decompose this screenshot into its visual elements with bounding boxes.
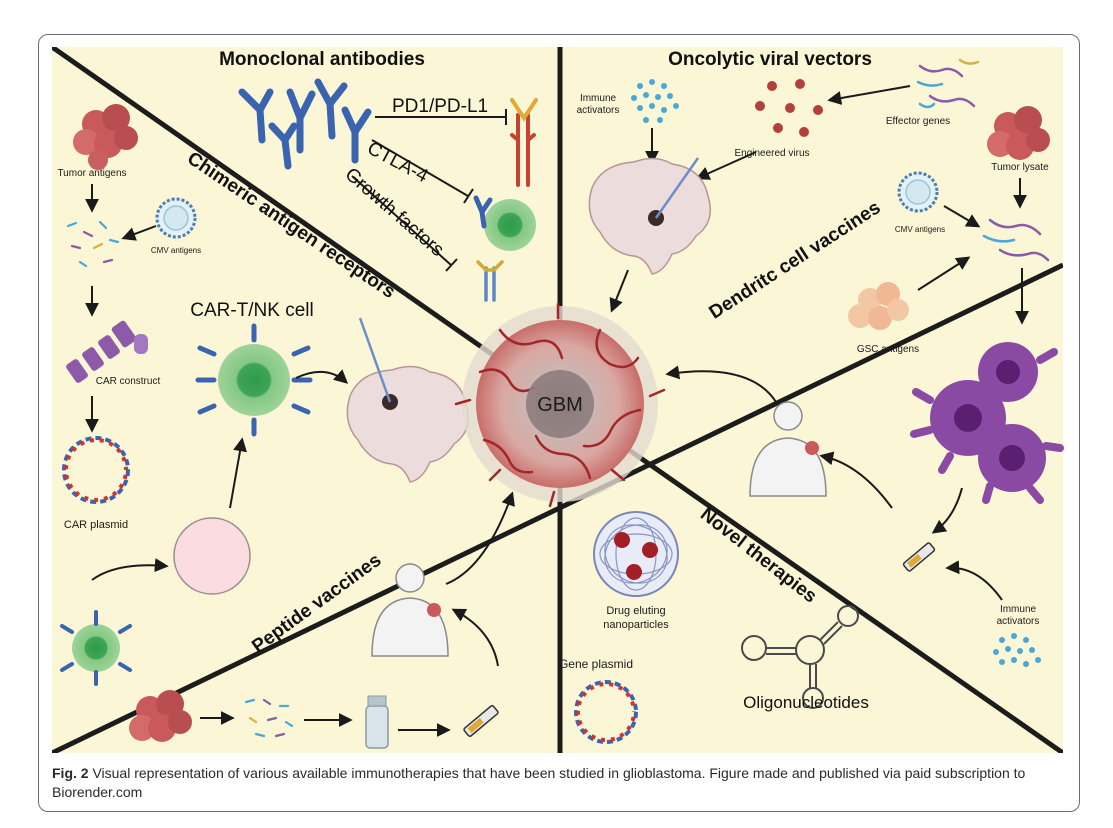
car-plasmid-icon — [62, 436, 130, 504]
receptor-icon — [510, 98, 538, 187]
label-drug-eluting-2: nanoparticles — [603, 619, 669, 631]
arrow-cmv-to-antigens — [121, 225, 157, 241]
peptides-icon-dc — [982, 218, 1050, 262]
arrow-activators-to-syringe — [945, 560, 1003, 601]
arrow-patient-to-gbm — [665, 365, 777, 403]
tumor-lysate-icon — [987, 106, 1050, 160]
cmv-virus-icon-dc — [897, 171, 939, 213]
immune-activator-dots-novel — [993, 633, 1041, 667]
arrow-dc-to-syringe — [931, 487, 963, 534]
label-immune-activators-2: activators — [577, 105, 620, 116]
gbm-label: GBM — [537, 394, 583, 416]
arrow-cmv-to-peptides — [943, 205, 981, 228]
label-effector-genes: Effector genes — [886, 116, 950, 127]
ctla4-antibody-icon — [473, 195, 493, 229]
vial-icon — [365, 695, 389, 749]
patient-icon-dc — [749, 401, 827, 497]
label-engineered-virus: Engineered virus — [734, 148, 809, 159]
nanoparticle-icon — [593, 511, 679, 597]
syringe-icon-peptide — [463, 705, 499, 737]
t-cell-icon — [484, 199, 536, 251]
gsc-antigens-icon — [848, 282, 909, 330]
caption-text: Visual representation of various availab… — [52, 765, 1026, 800]
label-gsc-antigens: GSC antigens — [857, 344, 919, 355]
label-gene-plasmid: Gene plasmid — [559, 657, 633, 671]
label-immune-act-novel-2: activators — [997, 616, 1040, 627]
syringe-icon-dc — [902, 542, 936, 572]
oligonucleotide-icon — [741, 605, 859, 709]
arrow-genes-to-virus — [827, 85, 911, 105]
arrow-dish-to-cart — [229, 437, 247, 509]
arrow-syringe-to-patient-peptide — [451, 608, 499, 667]
immune-activator-dots — [631, 79, 679, 123]
label-car-construct: CAR construct — [96, 376, 161, 387]
label-immune-activators-1: Immune — [580, 93, 617, 104]
dendritic-cell-icon — [910, 342, 1064, 504]
nk-cell-icon — [60, 610, 132, 686]
arrow-plasmid-to-dish — [91, 558, 169, 581]
arrow-brain-to-gbm — [609, 269, 629, 313]
peptide-fragments-icon — [244, 698, 294, 738]
brain-icon-oncolytic — [588, 157, 711, 275]
label-drug-eluting-1: Drug eluting — [606, 605, 665, 617]
label-pd1: PD1/PD-L1 — [392, 96, 488, 117]
car-t-cell-icon — [195, 323, 313, 437]
section-title-monoclonal: Monoclonal antibodies — [219, 49, 425, 70]
effector-genes-icon — [916, 58, 980, 109]
growth-receptor-icon — [476, 260, 504, 302]
gene-plasmid-icon — [574, 680, 638, 744]
arrow-virus-to-brain — [695, 151, 757, 180]
arrow-gsc-to-peptides — [917, 256, 971, 291]
label-tumor-lysate: Tumor lysate — [991, 162, 1049, 173]
caption-figure-number: Fig. 2 — [52, 765, 89, 781]
antigen-fragments-icon — [66, 220, 120, 268]
gbm-tumor — [454, 302, 666, 508]
figure-caption: Fig. 2 Visual representation of various … — [52, 764, 1062, 802]
tumor-icon-peptide — [129, 690, 192, 742]
car-construct-icon — [66, 320, 148, 383]
engineered-virus-icon — [755, 79, 823, 137]
tumor-antigens-icon — [73, 104, 138, 170]
label-oligonucleotides: Oligonucleotides — [743, 693, 869, 712]
antibody-icon — [238, 78, 372, 170]
culture-dish-icon — [173, 517, 251, 595]
label-cmv-antigens: CMV antigens — [151, 246, 201, 255]
section-title-oncolytic: Oncolytic viral vectors — [668, 49, 872, 70]
arrow-syringe-to-patient — [819, 451, 893, 509]
label-immune-act-novel-1: Immune — [1000, 604, 1037, 615]
arrow-patient-to-gbm-peptide — [445, 491, 515, 585]
arrow-cart-to-brain — [295, 369, 349, 384]
label-car-plasmid: CAR plasmid — [64, 519, 128, 531]
inhibition-lines — [351, 109, 507, 272]
label-cmv-antigens-dc: CMV antigens — [895, 225, 945, 234]
label-tumor-antigens: Tumor antigens — [57, 168, 126, 179]
label-car-t-nk: CAR-T/NK cell — [190, 300, 314, 321]
patient-icon-peptide — [371, 563, 449, 657]
cmv-virus-icon — [155, 197, 197, 239]
